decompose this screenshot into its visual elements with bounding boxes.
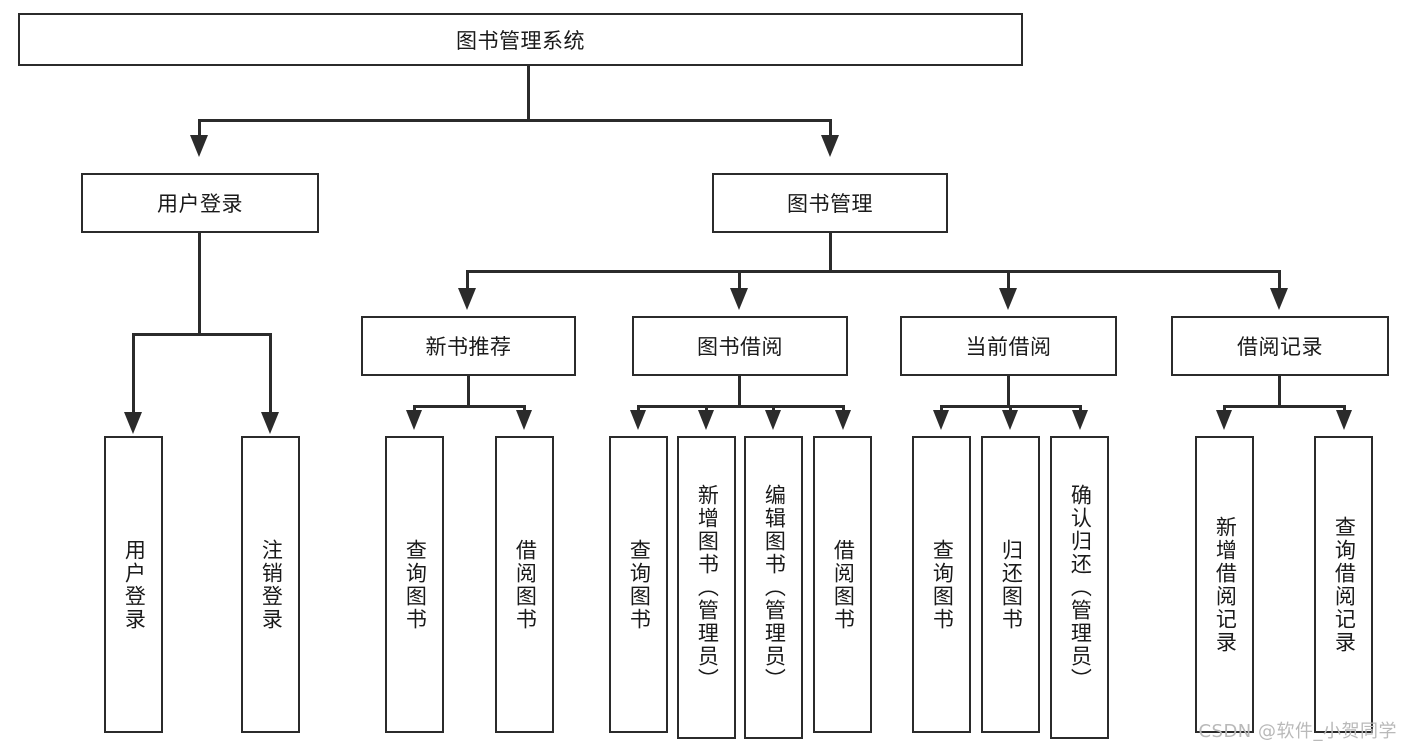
node-user-login[interactable]: 用户登录	[81, 173, 319, 233]
arrowhead-to-return-book	[1002, 410, 1018, 430]
arrowhead-to-book-borrow	[730, 288, 748, 310]
node-label: 新增图书（管理员）	[695, 484, 720, 691]
watermark: CSDN @软件_小贺同学	[1198, 721, 1397, 742]
connector-level2-drop-3	[1007, 270, 1010, 290]
leaf-add-borrow-record[interactable]: 新增借阅记录	[1195, 436, 1254, 733]
connector-user-login-bus	[132, 333, 271, 336]
node-label: 图书借阅	[697, 335, 783, 359]
node-label: 查询图书	[627, 538, 652, 631]
connector-current-borrow-drop-1	[940, 405, 943, 411]
connector-book-borrow-bus	[637, 405, 845, 408]
connector-level2-drop-2	[738, 270, 741, 290]
node-new-book-recommend[interactable]: 新书推荐	[361, 316, 576, 376]
connector-level1-drop-right	[829, 119, 832, 137]
node-label: 借阅图书	[831, 538, 856, 631]
node-root-book-management-system[interactable]: 图书管理系统	[18, 13, 1023, 66]
connector-borrow-record-stem	[1278, 376, 1281, 408]
connector-borrow-record-drop-1	[1223, 405, 1226, 411]
node-borrow-record[interactable]: 借阅记录	[1171, 316, 1389, 376]
connector-level2-drop-1	[466, 270, 469, 290]
connector-new-book-drop-2	[523, 405, 526, 411]
node-label: 借阅记录	[1237, 335, 1323, 359]
connector-book-management-stem	[829, 233, 832, 272]
arrowhead-to-user-login	[190, 135, 208, 157]
connector-level2-drop-4	[1278, 270, 1281, 290]
node-label: 用户登录	[157, 192, 243, 216]
leaf-query-book-3[interactable]: 查询图书	[912, 436, 971, 733]
leaf-query-book-1[interactable]: 查询图书	[385, 436, 444, 733]
leaf-edit-book-admin[interactable]: 编辑图书（管理员）	[744, 436, 803, 739]
node-label: 用户登录	[122, 538, 147, 631]
arrowhead-to-query-book-1	[406, 410, 422, 430]
node-label: 图书管理系统	[456, 28, 585, 53]
node-label: 查询借阅记录	[1332, 515, 1357, 654]
leaf-confirm-return-admin[interactable]: 确认归还（管理员）	[1050, 436, 1109, 739]
node-label: 编辑图书（管理员）	[762, 484, 787, 691]
arrowhead-to-query-book-3	[933, 410, 949, 430]
connector-user-login-stem	[198, 233, 201, 335]
node-label: 确认归还（管理员）	[1068, 484, 1093, 691]
arrowhead-to-user-login-leaf	[124, 412, 142, 434]
connector-root-stem	[527, 66, 530, 120]
arrowhead-to-confirm-return	[1072, 410, 1088, 430]
leaf-add-book-admin[interactable]: 新增图书（管理员）	[677, 436, 736, 739]
connector-book-borrow-drop-4	[842, 405, 845, 411]
node-label: 查询图书	[930, 538, 955, 631]
node-book-management[interactable]: 图书管理	[712, 173, 948, 233]
node-label: 注销登录	[259, 538, 284, 631]
connector-current-borrow-drop-3	[1079, 405, 1082, 411]
connector-level1-bus	[198, 119, 831, 122]
connector-user-login-drop-1	[132, 333, 135, 415]
arrowhead-to-borrow-record	[1270, 288, 1288, 310]
arrowhead-to-query-record	[1336, 410, 1352, 430]
connector-book-borrow-drop-2	[705, 405, 708, 411]
node-label: 新增借阅记录	[1213, 515, 1238, 654]
leaf-query-book-2[interactable]: 查询图书	[609, 436, 668, 733]
connector-user-login-drop-2	[269, 333, 272, 415]
connector-book-borrow-drop-3	[772, 405, 775, 411]
node-label: 借阅图书	[513, 538, 538, 631]
arrowhead-to-borrow-book-1	[516, 410, 532, 430]
node-label: 图书管理	[787, 192, 873, 216]
connector-level1-drop-left	[198, 119, 201, 137]
arrowhead-to-book-management	[821, 135, 839, 157]
connector-current-borrow-drop-2	[1009, 405, 1012, 411]
node-label: 新书推荐	[425, 335, 512, 359]
leaf-borrow-book-2[interactable]: 借阅图书	[813, 436, 872, 733]
connector-new-book-bus	[413, 405, 525, 408]
arrowhead-to-borrow-book-2	[835, 410, 851, 430]
connector-new-book-drop-1	[413, 405, 416, 411]
arrowhead-to-add-book	[698, 410, 714, 430]
arrowhead-to-new-book	[458, 288, 476, 310]
connector-borrow-record-bus	[1223, 405, 1345, 408]
node-book-borrow[interactable]: 图书借阅	[632, 316, 848, 376]
connector-book-borrow-drop-1	[637, 405, 640, 411]
arrowhead-to-add-record	[1216, 410, 1232, 430]
arrowhead-to-current-borrow	[999, 288, 1017, 310]
leaf-borrow-book-1[interactable]: 借阅图书	[495, 436, 554, 733]
arrowhead-to-query-book-2	[630, 410, 646, 430]
arrowhead-to-logout-leaf	[261, 412, 279, 434]
node-label: 当前借阅	[965, 335, 1052, 359]
node-label: 归还图书	[999, 538, 1024, 631]
connector-book-borrow-stem	[738, 376, 741, 408]
arrowhead-to-edit-book	[765, 410, 781, 430]
leaf-return-book[interactable]: 归还图书	[981, 436, 1040, 733]
connector-borrow-record-drop-2	[1343, 405, 1346, 411]
leaf-logout[interactable]: 注销登录	[241, 436, 300, 733]
connector-level2-bus	[466, 270, 1280, 273]
leaf-query-borrow-record[interactable]: 查询借阅记录	[1314, 436, 1373, 733]
node-label: 查询图书	[403, 538, 428, 631]
connector-new-book-stem	[467, 376, 470, 408]
node-current-borrow[interactable]: 当前借阅	[900, 316, 1117, 376]
leaf-user-login[interactable]: 用户登录	[104, 436, 163, 733]
connector-current-borrow-stem	[1007, 376, 1010, 408]
